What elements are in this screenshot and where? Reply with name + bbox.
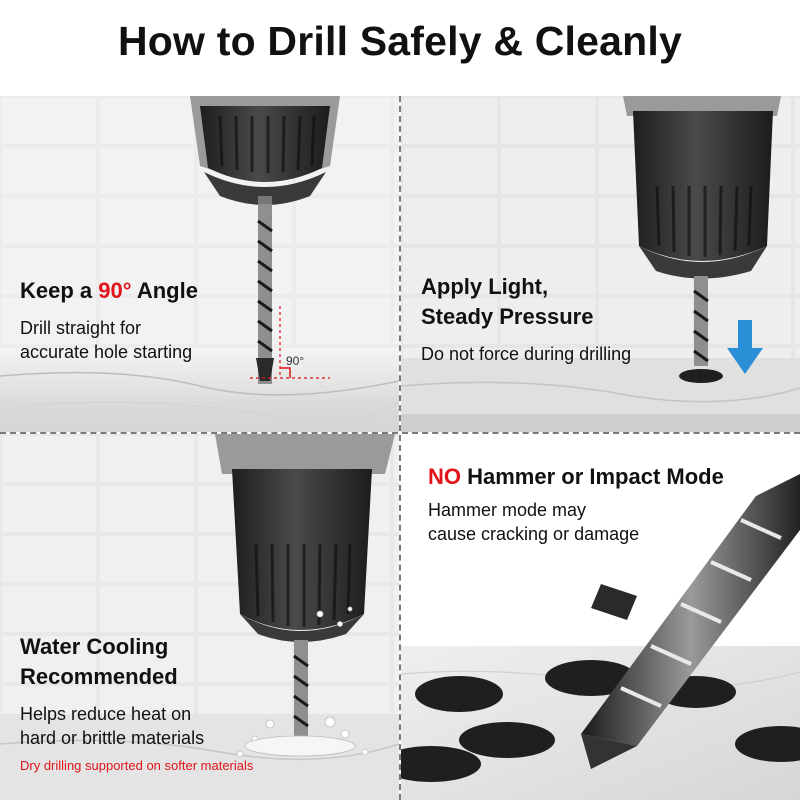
panel-pressure: Apply Light, Steady Pressure Do not forc… [401,96,800,432]
drill-bit-icon [581,474,800,769]
drill-chuck-icon [190,96,340,206]
drill-chuck-icon [215,434,395,642]
angle-heading-highlight: 90° [98,278,132,303]
panel-angle: 90° Keep a 90° Angle Drill straight for … [0,96,399,432]
pressure-heading-line2: Steady Pressure [421,304,594,329]
pressure-scene [401,96,800,432]
hammer-heading-rest: Hammer or Impact Mode [461,464,724,489]
pressure-body: Do not force during drilling [421,344,632,364]
hammer-body-line1: Hammer mode may [428,500,587,520]
water-heading-line2: Recommended [20,664,178,689]
hammer-scene [401,474,800,800]
angle-heading-suffix: Angle [131,278,198,303]
water-splash-icon [236,606,369,758]
down-arrow-icon [727,320,763,374]
hammer-body-line2: cause cracking or damage [428,524,640,544]
water-scene [0,434,399,800]
drill-bit-icon [293,640,309,740]
water-heading-line1: Water Cooling [20,634,169,659]
water-body-line2: hard or brittle materials [20,728,205,748]
vertical-divider [399,96,401,800]
drill-hole [679,369,723,383]
tile-holes [401,660,800,782]
panel-water: Water Cooling Recommended Helps reduce h… [0,434,399,800]
angle-heading: Keep a 90° Angle [20,278,198,304]
angle-body-line1: Drill straight for [20,318,142,338]
page-title: How to Drill Safely & Cleanly [118,18,682,64]
drill-bit-icon [256,204,274,384]
hammer-heading-highlight: NO [428,464,461,489]
water-body-line1: Helps reduce heat on [20,704,192,724]
angle-label: 90° [286,354,305,368]
water-note: Dry drilling supported on softer materia… [20,758,254,773]
drill-chuck-icon [623,96,781,279]
angle-scene [0,96,399,432]
drill-bit-icon [693,276,709,366]
angle-body-line2: accurate hole starting [20,342,193,362]
hammer-heading: NO Hammer or Impact Mode [428,464,724,490]
angle-heading-prefix: Keep a [20,278,99,303]
right-angle-icon [250,306,330,379]
panel-hammer: NO Hammer or Impact Mode Hammer mode may… [401,434,800,800]
pressure-heading-line1: Apply Light, [421,274,549,299]
